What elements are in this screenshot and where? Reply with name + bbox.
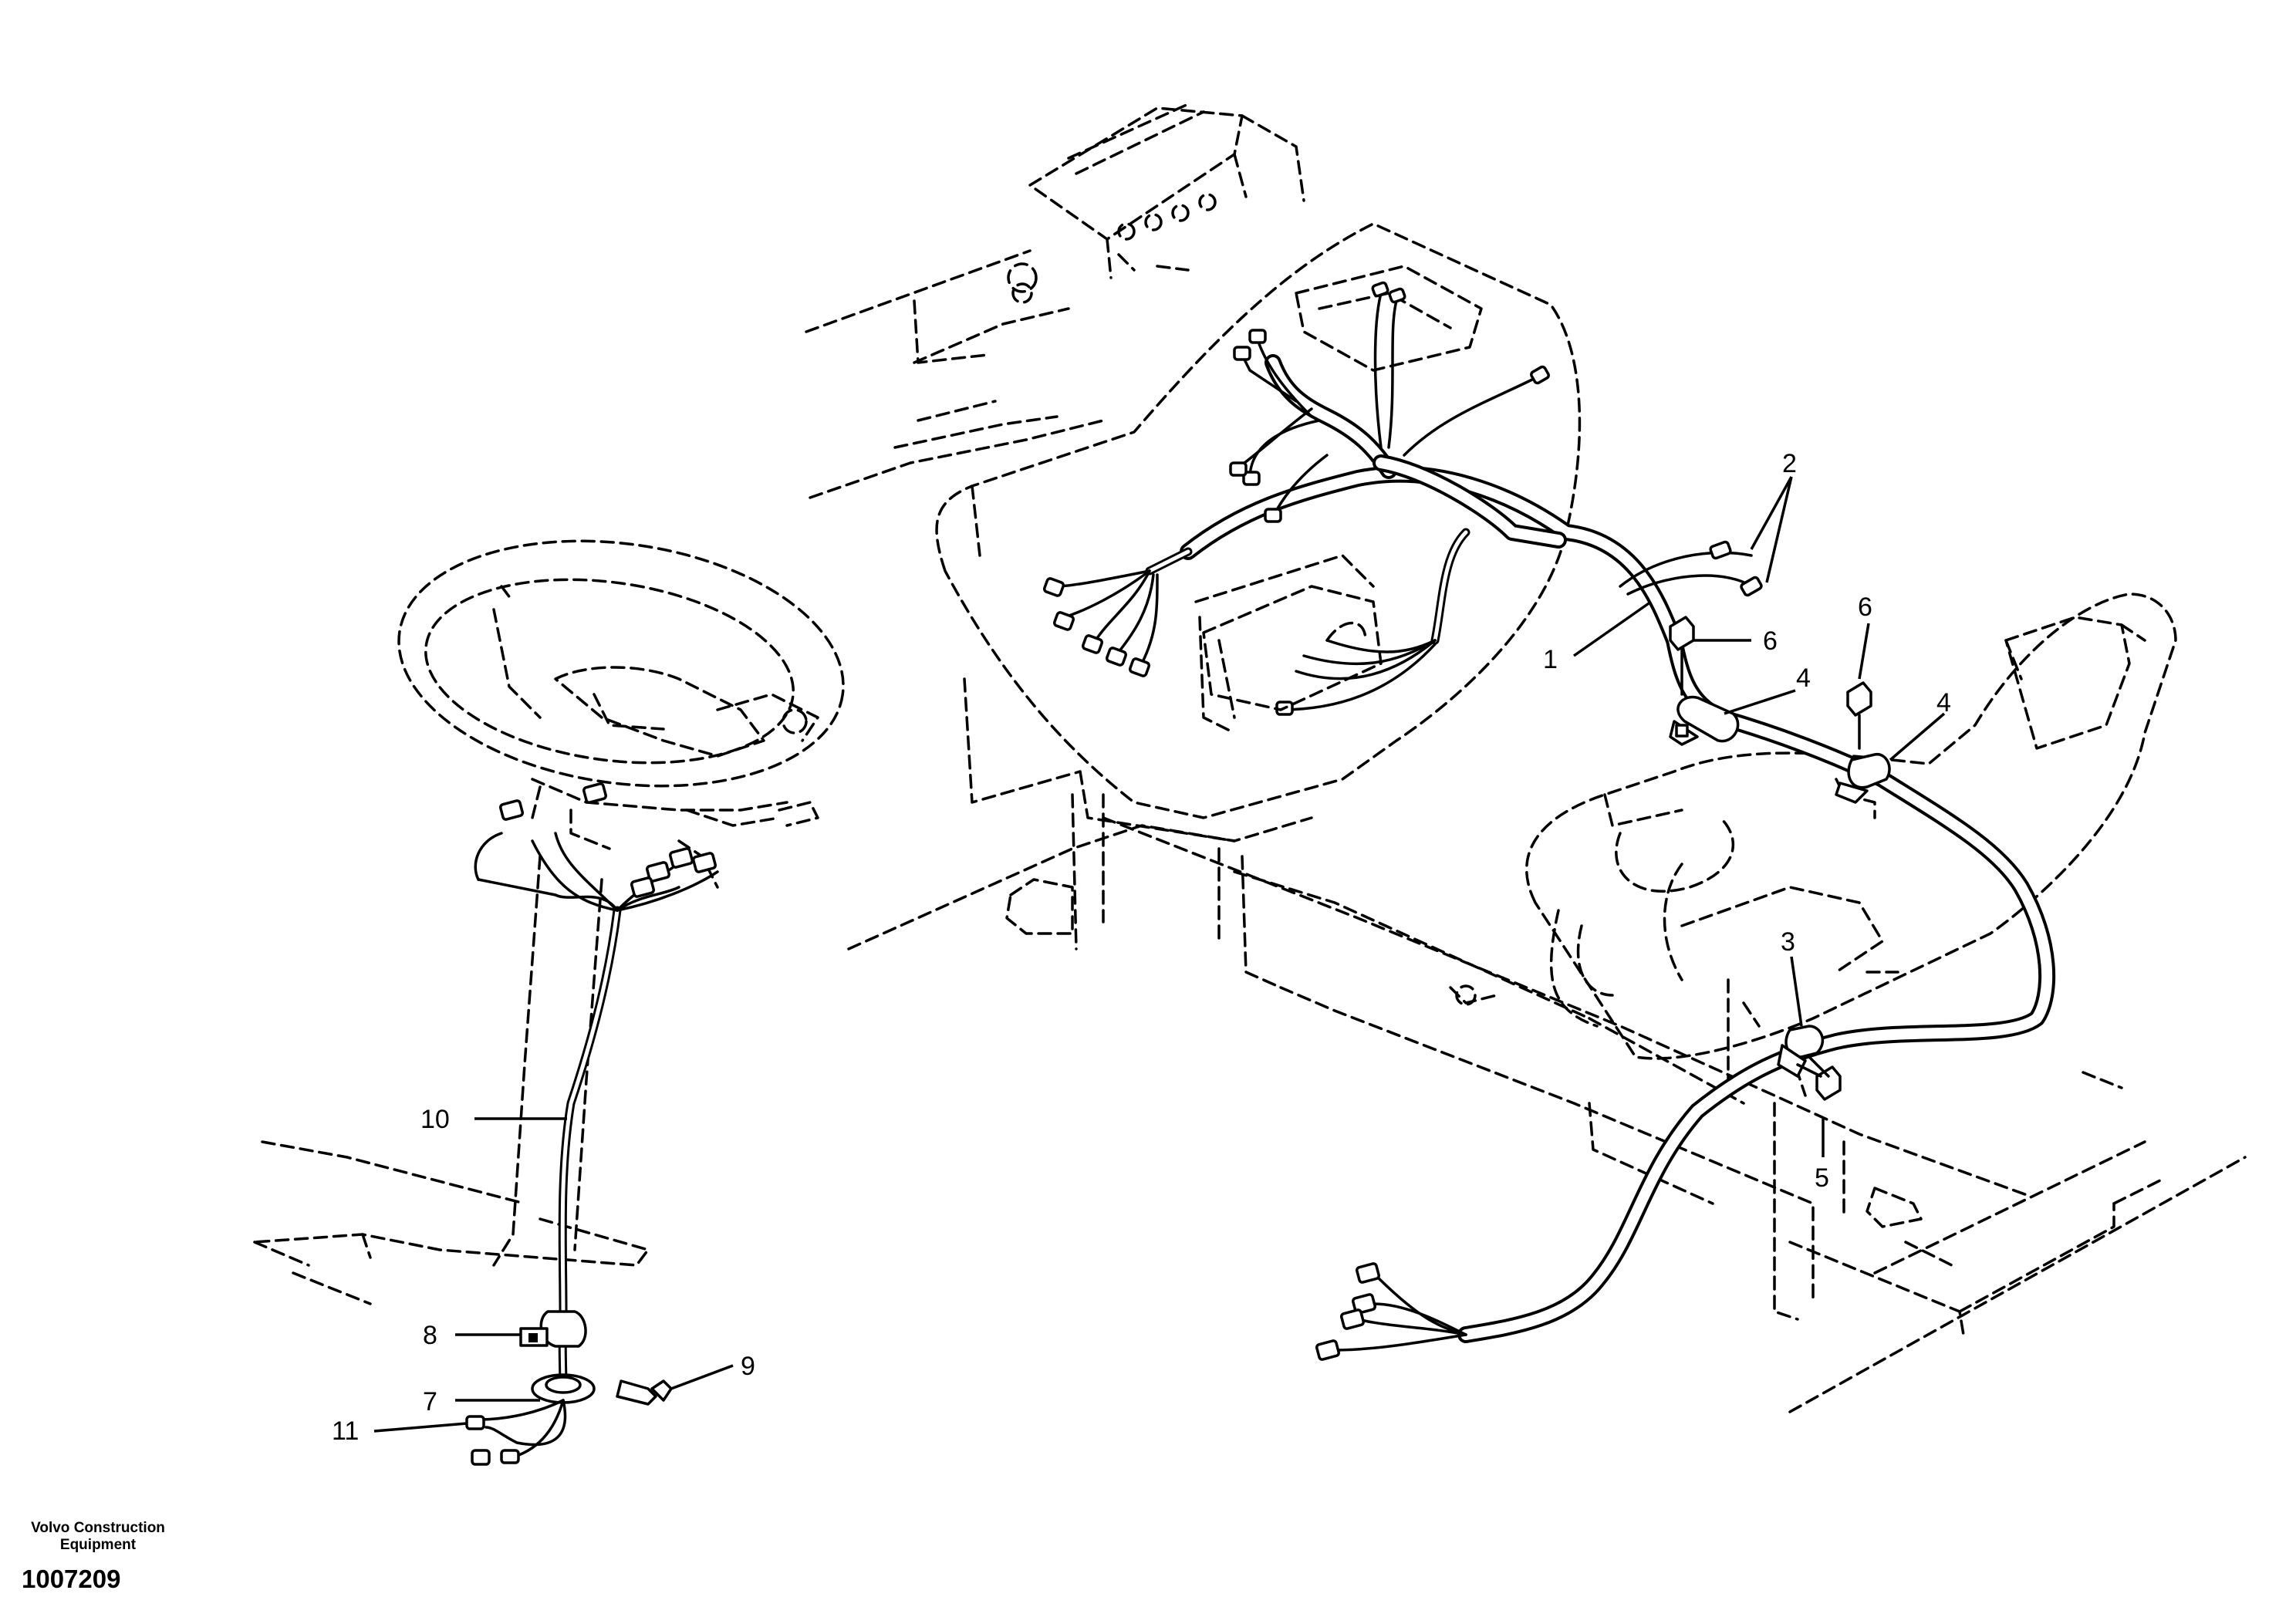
clamps-and-bolts <box>1669 616 1891 1101</box>
main-harness <box>1145 354 2056 1343</box>
callout-6b: 6 <box>1858 593 1872 622</box>
cab-outline <box>805 103 2247 1413</box>
harness-wires <box>1055 292 1753 1352</box>
company-line-1: Volvo Construction <box>31 1520 165 1536</box>
callout-leaders <box>373 476 1946 1433</box>
company-line-2: Equipment <box>59 1537 137 1553</box>
callout-5: 5 <box>1815 1163 1829 1193</box>
callout-3: 3 <box>1781 927 1795 957</box>
callout-2: 2 <box>1782 449 1797 478</box>
callout-11: 11 <box>332 1416 359 1446</box>
callout-4a: 4 <box>1796 663 1811 693</box>
connectors <box>1042 281 1763 1361</box>
company-credit: Volvo Construction Equipment <box>17 1520 179 1554</box>
callout-7: 7 <box>423 1387 437 1416</box>
callout-10: 10 <box>420 1105 450 1134</box>
steering-wheel-outline <box>253 539 845 1305</box>
callout-1: 1 <box>1543 645 1558 674</box>
drawing-number: 1007209 <box>22 1565 121 1593</box>
callout-4b: 4 <box>1936 688 1951 717</box>
callout-6a: 6 <box>1763 626 1778 656</box>
callout-8: 8 <box>423 1321 437 1350</box>
steering-harness <box>465 782 719 1466</box>
callout-labels: 1 2 3 4 4 5 6 6 7 8 9 10 11 <box>332 449 1951 1446</box>
callout-9: 9 <box>741 1352 755 1381</box>
